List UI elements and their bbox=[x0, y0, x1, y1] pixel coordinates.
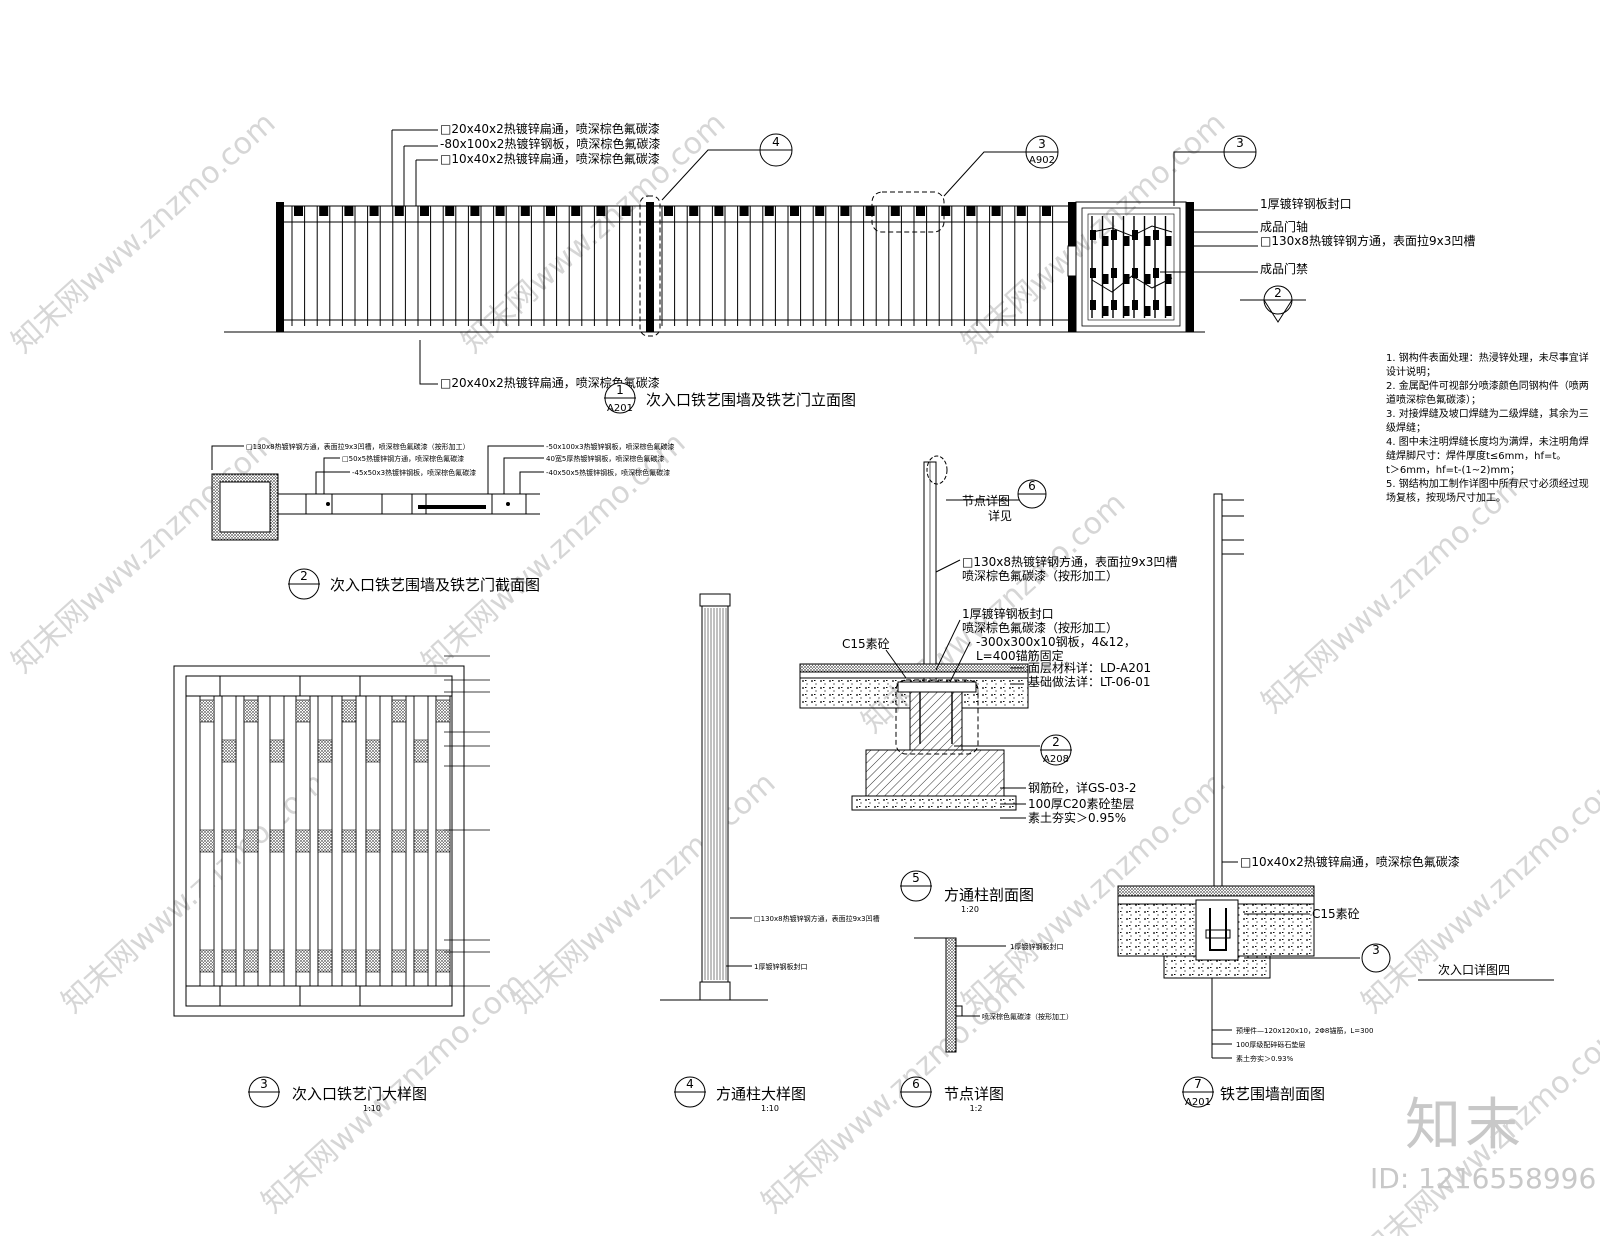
column-title: 方通柱大样图 bbox=[716, 1085, 806, 1103]
svg-text:知末网www.znzmo.com: 知末网www.znzmo.com bbox=[505, 766, 782, 1021]
section-labels: □130x8热镀锌钢方通，表面拉9x3凹槽，喷深棕色氟碳漆（按形加工） □50x… bbox=[246, 442, 675, 600]
section-label-6: -40x50x5热镀锌钢板，喷深棕色氟碳漆 bbox=[546, 468, 670, 477]
fs-title-num: 7 bbox=[1194, 1077, 1202, 1091]
elev-title: 次入口铁艺围墙及铁艺门立面图 bbox=[646, 391, 856, 409]
cs-label-7: -300x300x10钢板，4&12， bbox=[976, 635, 1136, 649]
cs-callout-6: 6 bbox=[1028, 479, 1036, 493]
node-label-1: 1厚镀锌钢板封口 bbox=[1010, 942, 1063, 951]
elev-label-1: □20x40x2热镀锌扁通，喷深棕色氟碳漆 bbox=[440, 121, 660, 136]
fs-c15: C15素砼 bbox=[1312, 907, 1360, 921]
column-detail-drawing bbox=[660, 593, 768, 1001]
cs-callout-2-ref: A208 bbox=[1043, 754, 1069, 765]
node-title: 节点详图 bbox=[944, 1085, 1004, 1103]
cs-label-12: 100厚C20素砼垫层 bbox=[1028, 796, 1135, 811]
general-notes: 1. 钢构件表面处理：热浸锌处理，未尽事宜详设计说明； 2. 金属配件可视部分喷… bbox=[1386, 352, 1596, 506]
fs-subtitle: 次入口详图四 bbox=[1438, 962, 1510, 977]
cs-callout-2: 2 bbox=[1052, 735, 1060, 749]
column-label-1: □130x8热镀锌钢方通，表面拉9x3凹槽 bbox=[754, 914, 880, 923]
column-detail-labels: □130x8热镀锌钢方通，表面拉9x3凹槽 1厚镀锌钢板封口 4 方通柱大样图 … bbox=[674, 914, 880, 1113]
fs-label-b1: 预埋件—120x120x10，2Φ8锚筋，L=300 bbox=[1236, 1026, 1373, 1035]
node-detail-labels: 1厚镀锌钢板封口 喷深棕色氟碳漆（按形加工） 6 节点详图 1:2 bbox=[900, 942, 1073, 1113]
fs-callout-3: 3 bbox=[1372, 943, 1380, 957]
gate-detail-title-num: 3 bbox=[260, 1077, 268, 1091]
gate-detail-scale: 1:10 bbox=[363, 1104, 381, 1113]
section-title-num: 2 bbox=[300, 569, 308, 583]
section-drawing bbox=[211, 445, 544, 541]
elev-label-2: -80x100x2热镀锌钢板，喷深棕色氟碳漆 bbox=[440, 136, 660, 151]
callout-3a-num: 3 bbox=[1038, 137, 1046, 151]
note-1: 1. 钢构件表面处理：热浸锌处理，未尽事宜详设计说明； bbox=[1386, 353, 1589, 378]
cs-label-10: 基础做法详：LT-06-01 bbox=[1028, 674, 1150, 689]
svg-text:知末网www.znzmo.com: 知末网www.znzmo.com bbox=[415, 426, 692, 681]
cs-label-3: □130x8热镀锌钢方通，表面拉9x3凹槽 bbox=[962, 554, 1177, 569]
elevation-labels: □20x40x2热镀锌扁通，喷深棕色氟碳漆 -80x100x2热镀锌钢板，喷深棕… bbox=[440, 121, 1475, 414]
cs-title-num: 5 bbox=[912, 871, 920, 885]
cs-label-2: 详见 bbox=[988, 508, 1012, 523]
node-detail-drawing bbox=[914, 937, 1006, 1053]
elev-label-bottom: □20x40x2热镀锌扁通，喷深棕色氟碳漆 bbox=[440, 375, 660, 390]
note-4: 4. 图中未注明焊缝长度均为满焊，未注明角焊缝焊脚尺寸：焊件厚度t≤6mm，hf… bbox=[1386, 437, 1589, 462]
callout-4-num: 4 bbox=[772, 135, 780, 149]
cs-label-13: 素土夯实＞0.95% bbox=[1028, 810, 1126, 825]
section-label-2: □50x5热镀锌钢方通，喷深棕色氟碳漆 bbox=[342, 454, 464, 463]
section-marker-2-num: 2 bbox=[1274, 286, 1282, 300]
node-title-num: 6 bbox=[912, 1077, 920, 1091]
node-label-2: 喷深棕色氟碳漆（按形加工） bbox=[982, 1012, 1073, 1021]
fs-label-b3: 素土夯实＞0.93% bbox=[1236, 1054, 1294, 1063]
note-5: t＞6mm，hf=t-(1~2)mm； bbox=[1386, 465, 1520, 476]
note-2: 2. 金属配件可视部分喷漆颜色同钢构件（喷两道喷深棕色氟碳漆）； bbox=[1386, 381, 1589, 406]
svg-text:知末网www.znzmo.com: 知末网www.znzmo.com bbox=[5, 426, 282, 681]
gate-detail-title: 次入口铁艺门大样图 bbox=[292, 1085, 427, 1103]
node-scale: 1:2 bbox=[970, 1104, 983, 1113]
elevation-drawing bbox=[224, 129, 1306, 385]
column-label-2: 1厚镀锌钢板封口 bbox=[754, 962, 807, 971]
section-label-3: -45x50x3热镀锌钢板，喷深棕色氟碳漆 bbox=[352, 468, 476, 477]
svg-text:知末网www.znzmo.com: 知末网www.znzmo.com bbox=[5, 106, 282, 361]
fs-label-mid: □10x40x2热镀锌扁通，喷深棕色氟碳漆 bbox=[1240, 854, 1460, 869]
note-3: 3. 对接焊缝及坡口焊缝为二级焊缝，其余为三级焊缝； bbox=[1386, 409, 1589, 434]
svg-text:知末网www.znzmo.com: 知末网www.znzmo.com bbox=[55, 766, 332, 1021]
cs-title: 方通柱剖面图 bbox=[944, 886, 1034, 904]
section-title: 次入口铁艺围墙及铁艺门截面图 bbox=[330, 576, 540, 594]
elev-title-num: 1 bbox=[616, 383, 624, 397]
cs-label-1: 节点详图 bbox=[962, 493, 1010, 508]
section-label-5: 40宽5厚热镀锌钢板，喷深棕色氟碳漆 bbox=[546, 454, 664, 463]
cs-scale: 1:20 bbox=[961, 905, 979, 914]
cs-label-11: 钢筋砼，详GS-03-2 bbox=[1028, 780, 1136, 795]
column-title-num: 4 bbox=[686, 1077, 694, 1091]
svg-text:知末网www.znzmo.com: 知末网www.znzmo.com bbox=[1355, 766, 1600, 1021]
fs-title-ref: A201 bbox=[1185, 1097, 1211, 1108]
cs-c15: C15素砼 bbox=[842, 637, 890, 651]
brand-logo: 知末 bbox=[1405, 1093, 1525, 1158]
cs-label-5: 1厚镀锌钢板封口 bbox=[962, 607, 1054, 621]
gate-label-1: 1厚镀锌钢板封口 bbox=[1260, 197, 1352, 211]
gate-elevation bbox=[1067, 201, 1187, 333]
fence-section-labels: □10x40x2热镀锌扁通，喷深棕色氟碳漆 C15素砼 3 预埋件—120x12… bbox=[1182, 854, 1510, 1108]
section-label-1: □130x8热镀锌钢方通，表面拉9x3凹槽，喷深棕色氟碳漆（按形加工） bbox=[246, 442, 470, 451]
callout-3a-ref: A902 bbox=[1029, 155, 1055, 166]
column-section-labels: 节点详图 详见 □130x8热镀锌钢方通，表面拉9x3凹槽 喷深棕色氟碳漆（按形… bbox=[842, 479, 1177, 914]
cs-label-6: 喷深棕色氟碳漆（按形加工） bbox=[962, 620, 1118, 635]
section-label-4: -50x100x3热镀锌钢板，喷深棕色氟碳漆 bbox=[546, 442, 675, 451]
gate-label-3: □130x8热镀锌钢方通，表面拉9x3凹槽 bbox=[1260, 233, 1475, 248]
fs-label-b2: 100厚级配碎砾石垫层 bbox=[1236, 1040, 1305, 1049]
gate-detail-title: 3 次入口铁艺门大样图 1:10 bbox=[248, 1076, 427, 1113]
column-scale: 1:10 bbox=[761, 1104, 779, 1113]
cs-label-4: 喷深棕色氟碳漆（按形加工） bbox=[962, 568, 1118, 583]
document-id: ID: 1216558996 bbox=[1370, 1162, 1597, 1195]
gate-label-4: 成品门禁 bbox=[1260, 261, 1308, 276]
fence-section-drawing bbox=[1117, 493, 1554, 1059]
note-6: 5. 钢结构加工制作详图中所有尺寸必须经过现场复核，按现场尺寸加工。 bbox=[1386, 479, 1589, 504]
gate-label-2: 成品门轴 bbox=[1260, 219, 1308, 234]
callout-3b-num: 3 bbox=[1236, 136, 1244, 150]
cs-label-9: 面层材料详：LD-A201 bbox=[1028, 660, 1151, 675]
cs-label-8: L=400锚筋固定 bbox=[976, 648, 1064, 663]
elev-label-3: □10x40x2热镀锌扁通，喷深棕色氟碳漆 bbox=[440, 151, 660, 166]
fs-title: 铁艺围墙剖面图 bbox=[1220, 1085, 1325, 1103]
elev-title-ref: A201 bbox=[607, 403, 633, 414]
gate-detail-drawing bbox=[173, 655, 490, 1017]
column-section-drawing bbox=[799, 455, 1072, 819]
